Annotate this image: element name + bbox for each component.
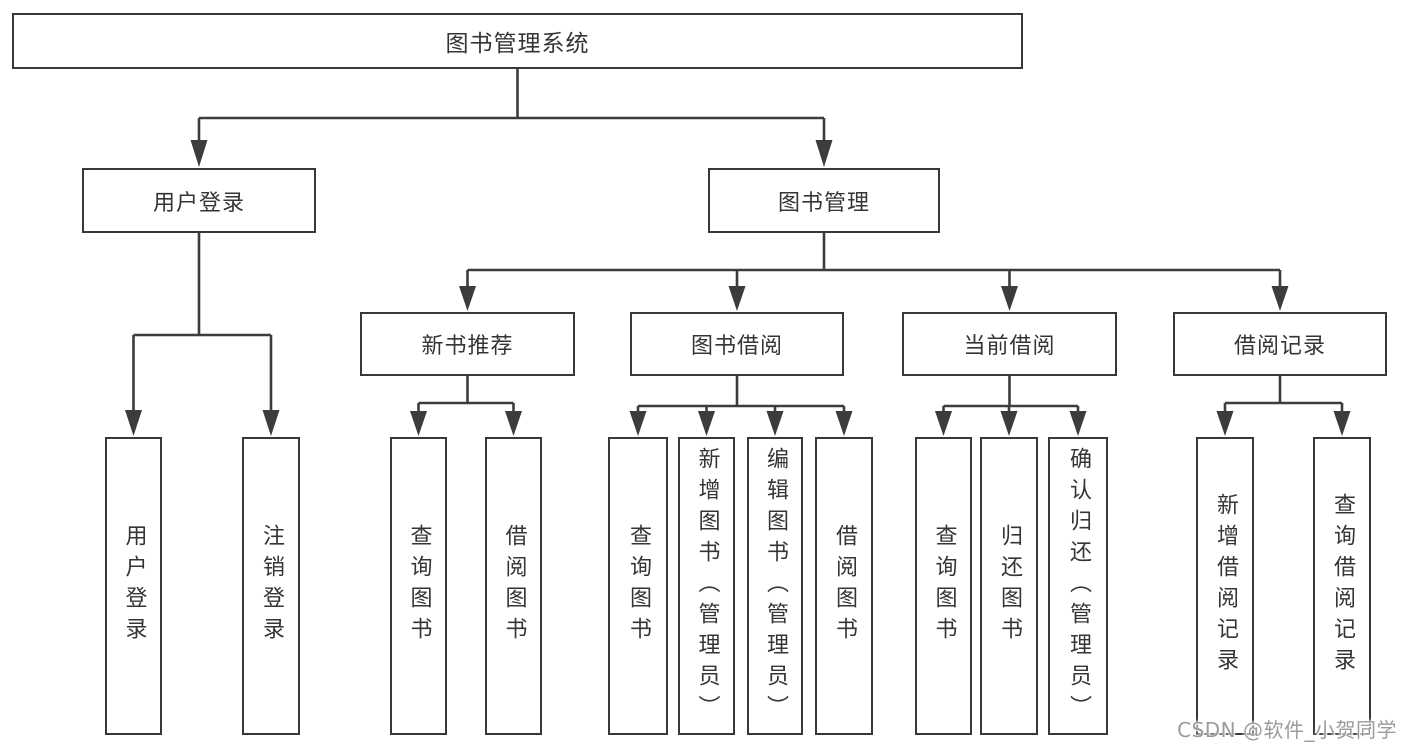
leaf-query-borrow-record: 查询借阅记录 xyxy=(1313,437,1371,735)
leaf-user-login: 用户登录 xyxy=(105,437,162,735)
leaf-query-book-borrow: 查询图书 xyxy=(608,437,668,735)
leaf-logout: 注销登录 xyxy=(242,437,300,735)
node-user-login: 用户登录 xyxy=(82,168,316,233)
arrowhead-leaf-logout xyxy=(262,410,280,436)
leaf-confirm-return-admin: 确认归还（管理员） xyxy=(1048,437,1108,735)
arrowhead-user-login xyxy=(190,140,208,167)
leaf-edit-book-admin: 编辑图书（管理员） xyxy=(747,437,803,735)
node-new-book-rec: 新书推荐 xyxy=(360,312,575,376)
arrowhead-borrow-record xyxy=(1271,286,1289,311)
node-root: 图书管理系统 xyxy=(12,13,1023,69)
arrowhead-leaf-query-book-current xyxy=(935,411,952,436)
leaf-query-book-current: 查询图书 xyxy=(915,437,972,735)
leaf-borrow-book-rec: 借阅图书 xyxy=(485,437,542,735)
arrowhead-leaf-return-book xyxy=(1000,411,1018,436)
arrowhead-leaf-confirm-return xyxy=(1069,411,1087,436)
connector-book-borrow-children xyxy=(636,376,846,413)
arrowhead-leaf-add-borrow-record xyxy=(1216,411,1234,436)
csdn-watermark: CSDN @软件_小贺同学 xyxy=(1177,718,1397,742)
connector-new-book-rec-children xyxy=(417,376,515,413)
arrowhead-leaf-query-book-borrow xyxy=(629,411,647,436)
leaf-borrow-book: 借阅图书 xyxy=(815,437,873,735)
arrowhead-leaf-query-book-rec xyxy=(410,411,427,436)
arrowhead-leaf-edit-book xyxy=(766,411,784,436)
connector-borrow-record-children xyxy=(1223,376,1344,413)
arrowhead-book-mgmt xyxy=(815,140,833,167)
arrowhead-leaf-borrow-book-rec xyxy=(505,411,522,436)
arrowhead-leaf-user-login xyxy=(125,410,142,436)
arrowhead-book-borrow xyxy=(728,286,746,311)
arrowhead-leaf-query-borrow-record xyxy=(1333,411,1351,436)
arrowhead-new-book-rec xyxy=(459,286,476,311)
connector-user-login-children xyxy=(132,233,273,412)
connector-book-mgmt-children xyxy=(466,233,1282,288)
leaf-query-book-rec: 查询图书 xyxy=(390,437,447,735)
arrowhead-leaf-borrow-book xyxy=(835,411,853,436)
connector-root-to-level2 xyxy=(197,67,826,142)
node-current-borrow: 当前借阅 xyxy=(902,312,1117,376)
node-book-mgmt: 图书管理 xyxy=(708,168,940,233)
arrowhead-leaf-add-book xyxy=(698,411,715,436)
leaf-return-book: 归还图书 xyxy=(980,437,1038,735)
arrowhead-current-borrow xyxy=(1001,286,1018,311)
node-borrow-record: 借阅记录 xyxy=(1173,312,1387,376)
connector-current-borrow-children xyxy=(942,376,1080,413)
leaf-add-book-admin: 新增图书（管理员） xyxy=(678,437,735,735)
node-book-borrow: 图书借阅 xyxy=(630,312,844,376)
leaf-add-borrow-record: 新增借阅记录 xyxy=(1196,437,1254,735)
